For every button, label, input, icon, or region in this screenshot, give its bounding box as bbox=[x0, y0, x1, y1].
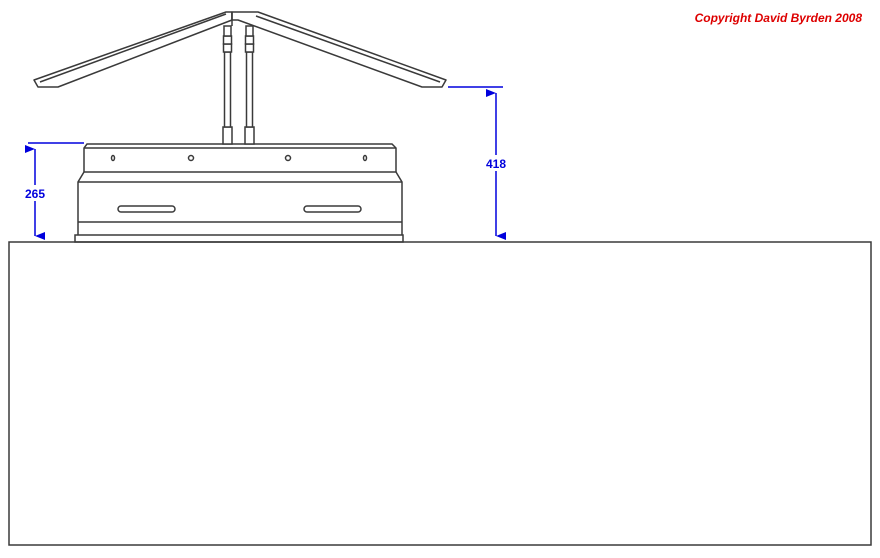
dimension-label-right: 418 bbox=[486, 157, 506, 171]
post-left-collar bbox=[223, 25, 232, 37]
vent-slot-left bbox=[117, 205, 176, 213]
post-right-collar bbox=[244, 43, 255, 53]
screw-holes bbox=[110, 154, 368, 162]
top-plate bbox=[83, 143, 397, 172]
post-right-base bbox=[244, 126, 255, 145]
vent-slot-right bbox=[303, 205, 362, 213]
dimension-left: 265 bbox=[20, 142, 84, 240]
canopy bbox=[33, 11, 447, 88]
plinth bbox=[74, 234, 404, 243]
screw-hole bbox=[110, 154, 116, 162]
housing bbox=[77, 171, 403, 235]
canopy-left-edge bbox=[39, 13, 227, 83]
screw-hole bbox=[284, 154, 292, 162]
screw-hole bbox=[187, 154, 195, 162]
dimension-label-left: 265 bbox=[25, 187, 45, 201]
canopy-right-edge bbox=[255, 15, 441, 83]
support-posts bbox=[222, 25, 255, 145]
post-right-shaft bbox=[245, 51, 254, 128]
dimension-right: 418 bbox=[448, 86, 511, 240]
base-box bbox=[8, 241, 872, 546]
post-left-base bbox=[222, 126, 233, 145]
copyright-notice: Copyright David Byrden 2008 bbox=[694, 11, 862, 25]
post-left-collar bbox=[222, 43, 233, 53]
post-left-collar bbox=[222, 35, 233, 45]
assembly-body bbox=[74, 143, 404, 243]
post-left-shaft bbox=[223, 51, 232, 128]
screw-hole bbox=[362, 154, 368, 162]
canopy-right-panel bbox=[231, 11, 447, 88]
post-right-collar bbox=[245, 25, 254, 37]
post-right-collar bbox=[244, 35, 255, 45]
